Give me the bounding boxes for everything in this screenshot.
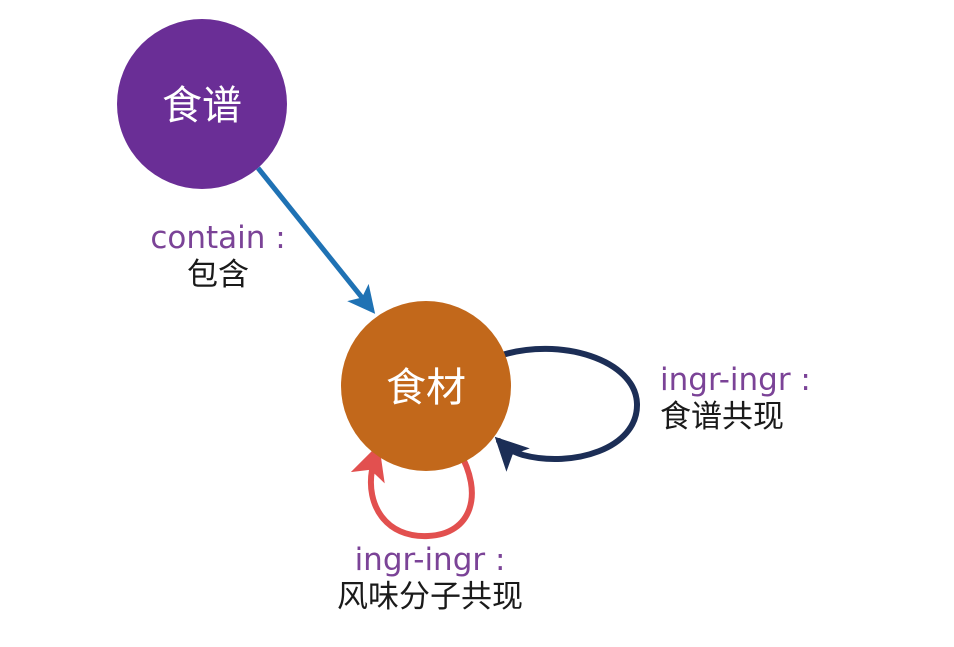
edge-ingr-ingr-recipe-loop bbox=[494, 345, 641, 472]
node-ingredient[interactable]: 食材 bbox=[341, 301, 511, 471]
edge-contain-line bbox=[256, 166, 376, 314]
edge-label-ingr-ingr-recipe-zh: 食谱共现 bbox=[660, 398, 784, 435]
node-recipe-label: 食谱 bbox=[162, 83, 242, 129]
node-recipe-circle bbox=[117, 19, 287, 189]
edge-ingr-ingr-flavor[interactable] bbox=[350, 443, 475, 540]
edge-label-contain-en: contain : bbox=[150, 220, 286, 256]
edge-label-ingr-ingr-recipe: ingr-ingr : 食谱共现 bbox=[660, 362, 870, 435]
edge-label-ingr-ingr-flavor-zh: 风味分子共现 bbox=[337, 578, 523, 615]
node-ingredient-circle bbox=[341, 301, 511, 471]
edge-label-contain-zh: 包含 bbox=[187, 256, 249, 293]
node-ingredient-label: 食材 bbox=[386, 365, 466, 411]
node-recipe[interactable]: 食谱 bbox=[117, 19, 287, 189]
edge-label-ingr-ingr-recipe-en: ingr-ingr : bbox=[660, 362, 811, 398]
edge-label-ingr-ingr-flavor-en: ingr-ingr : bbox=[354, 542, 506, 578]
edge-contain[interactable] bbox=[256, 166, 376, 314]
edge-label-ingr-ingr-flavor: ingr-ingr : 风味分子共现 bbox=[300, 542, 560, 615]
edge-ingr-ingr-recipe[interactable] bbox=[494, 345, 641, 472]
edge-ingr-ingr-flavor-loop bbox=[350, 443, 475, 540]
edge-label-contain: contain : 包含 bbox=[128, 220, 308, 293]
